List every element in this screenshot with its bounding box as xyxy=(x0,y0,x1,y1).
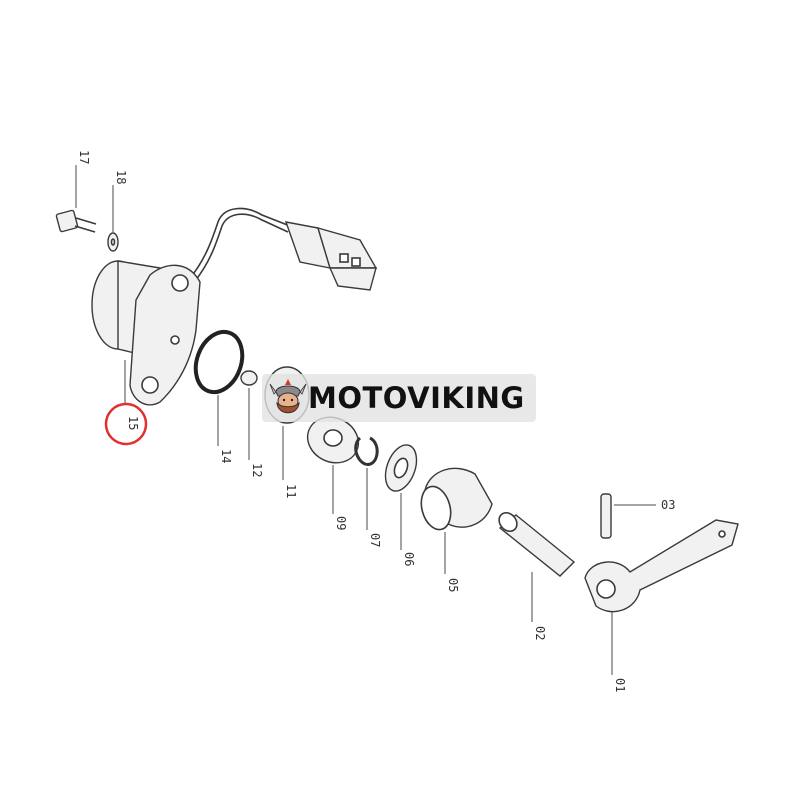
part-07-snap-ring xyxy=(354,436,379,530)
label-14: 14 xyxy=(219,449,233,463)
part-18-washer xyxy=(107,185,119,252)
highlight-circle xyxy=(104,402,148,446)
watermark-text: MOTOVIKING xyxy=(308,381,525,415)
label-02: 02 xyxy=(533,626,547,640)
label-12: 12 xyxy=(250,463,264,477)
part-05-sleeve xyxy=(420,467,493,574)
part-17-bolt xyxy=(55,165,97,233)
label-05: 05 xyxy=(446,578,460,592)
part-02-shaft xyxy=(498,511,576,622)
label-17: 17 xyxy=(77,150,91,164)
part-01-lever xyxy=(584,519,739,675)
part-12-nut xyxy=(240,370,258,460)
viking-logo-icon xyxy=(269,379,307,414)
part-15-solenoid xyxy=(91,207,378,406)
label-07: 07 xyxy=(368,533,382,547)
label-15: 15 xyxy=(126,416,140,430)
label-03: 03 xyxy=(661,498,675,512)
part-03-spring-pin xyxy=(600,493,656,539)
label-01: 01 xyxy=(613,678,627,692)
part-14-o-ring xyxy=(193,329,245,446)
label-06: 06 xyxy=(402,552,416,566)
part-09-bushing xyxy=(306,416,360,514)
label-09: 09 xyxy=(334,516,348,530)
label-18: 18 xyxy=(114,170,128,184)
label-11: 11 xyxy=(284,484,298,498)
watermark: MOTOVIKING xyxy=(262,374,536,422)
part-06-washer xyxy=(384,444,418,550)
